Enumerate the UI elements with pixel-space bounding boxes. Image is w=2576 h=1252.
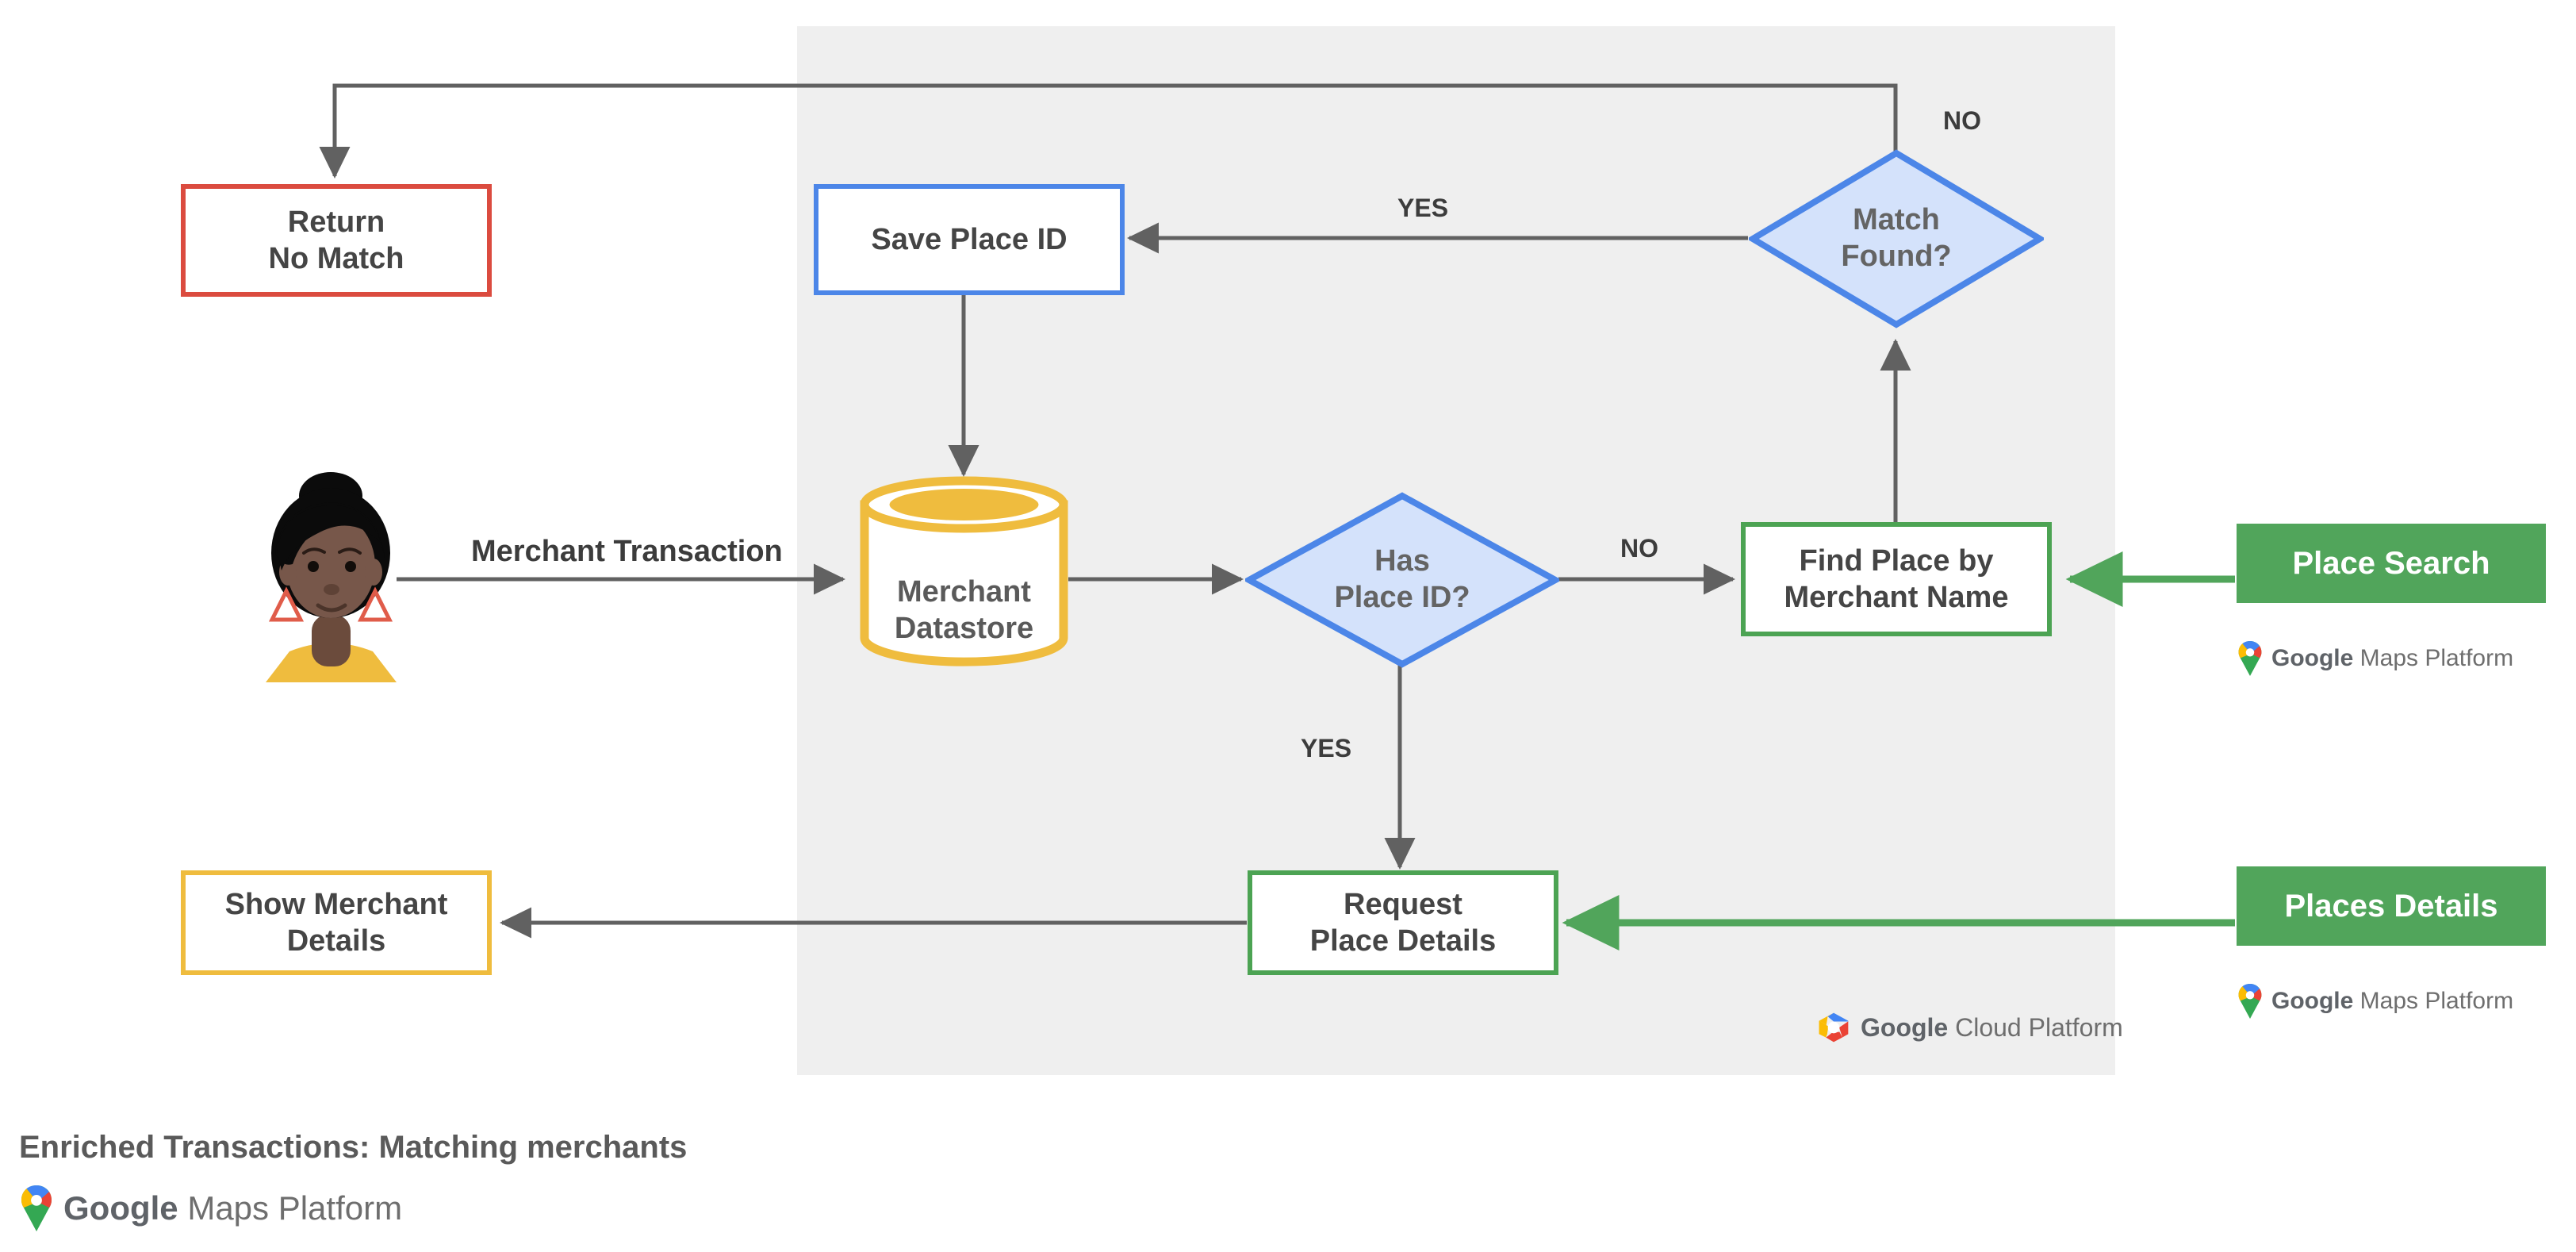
logo-google-maps-platform-place-search: Google Maps Platform xyxy=(2237,641,2513,676)
card-places-details-label: Places Details xyxy=(2284,888,2498,924)
node-save-place-id-label: Save Place ID xyxy=(871,222,1068,256)
person-avatar-illustration xyxy=(266,472,397,682)
node-show-merchant-details[interactable]: Show Merchant Details xyxy=(181,870,492,975)
gmp-bold-2: Google xyxy=(2271,988,2354,1014)
footer-logo-text: Google Maps Platform xyxy=(63,1189,402,1227)
node-return-no-match-line2: No Match xyxy=(268,242,404,275)
match-found-diamond-shape xyxy=(1746,149,2046,328)
node-show-merchant-details-line2: Details xyxy=(286,924,386,958)
footer-bold: Google xyxy=(63,1189,178,1227)
node-has-place-id[interactable]: Has Place ID? xyxy=(1242,492,1562,668)
logo-google-maps-platform-places-details: Google Maps Platform xyxy=(2237,984,2513,1019)
footer-light: Maps Platform xyxy=(178,1189,403,1227)
google-maps-pin-icon xyxy=(2238,641,2262,676)
gmp-light-1: Maps Platform xyxy=(2353,645,2514,671)
card-place-search[interactable]: Place Search xyxy=(2237,524,2546,603)
node-find-place-by-merchant-name[interactable]: Find Place by Merchant Name xyxy=(1741,522,2052,636)
label-match-found-yes: YES xyxy=(1397,194,1449,222)
merchant-datastore-cylinder-shape xyxy=(860,476,1068,666)
node-return-no-match[interactable]: Return No Match xyxy=(181,184,492,297)
logo-google-cloud-platform: Google Cloud Platform xyxy=(1816,1012,2123,1043)
label-merchant-transaction: Merchant Transaction xyxy=(471,535,783,568)
node-find-place-line2: Merchant Name xyxy=(1784,581,2009,614)
gmp-light-2: Maps Platform xyxy=(2353,988,2514,1014)
gcp-logo-text: Google Cloud Platform xyxy=(1861,1013,2123,1043)
card-places-details[interactable]: Places Details xyxy=(2237,866,2546,946)
logo-google-maps-platform-footer: Google Maps Platform xyxy=(19,1185,402,1231)
node-return-no-match-line1: Return xyxy=(287,205,385,239)
gmp-bold-1: Google xyxy=(2271,645,2354,671)
customer-avatar xyxy=(258,464,404,682)
label-has-place-id-yes: YES xyxy=(1301,734,1352,762)
node-save-place-id[interactable]: Save Place ID xyxy=(814,184,1125,295)
google-cloud-hexagon-icon xyxy=(1819,1012,1849,1043)
gmp-logo-text-place-search: Google Maps Platform xyxy=(2271,645,2513,672)
node-match-found[interactable]: Match Found? xyxy=(1746,149,2046,328)
has-place-id-diamond-shape xyxy=(1242,492,1562,668)
node-request-place-details-line2: Place Details xyxy=(1309,924,1497,958)
node-merchant-datastore[interactable]: Merchant Datastore xyxy=(859,476,1069,666)
diagram-caption: Enriched Transactions: Matching merchant… xyxy=(19,1130,688,1165)
node-find-place-line1: Find Place by xyxy=(1799,543,1994,578)
node-request-place-details-line1: Request xyxy=(1344,887,1462,921)
gcp-light: Cloud Platform xyxy=(1948,1012,2123,1042)
google-maps-pin-icon xyxy=(2238,984,2262,1019)
label-match-found-no: NO xyxy=(1943,106,1981,135)
card-place-search-label: Place Search xyxy=(2292,545,2490,581)
node-show-merchant-details-line1: Show Merchant xyxy=(224,887,448,921)
label-has-place-id-no: NO xyxy=(1620,534,1658,563)
google-maps-pin-icon xyxy=(21,1185,52,1231)
node-request-place-details[interactable]: Request Place Details xyxy=(1248,870,1558,975)
gmp-logo-text-places-details: Google Maps Platform xyxy=(2271,988,2513,1015)
gcp-bold: Google xyxy=(1861,1012,1949,1042)
